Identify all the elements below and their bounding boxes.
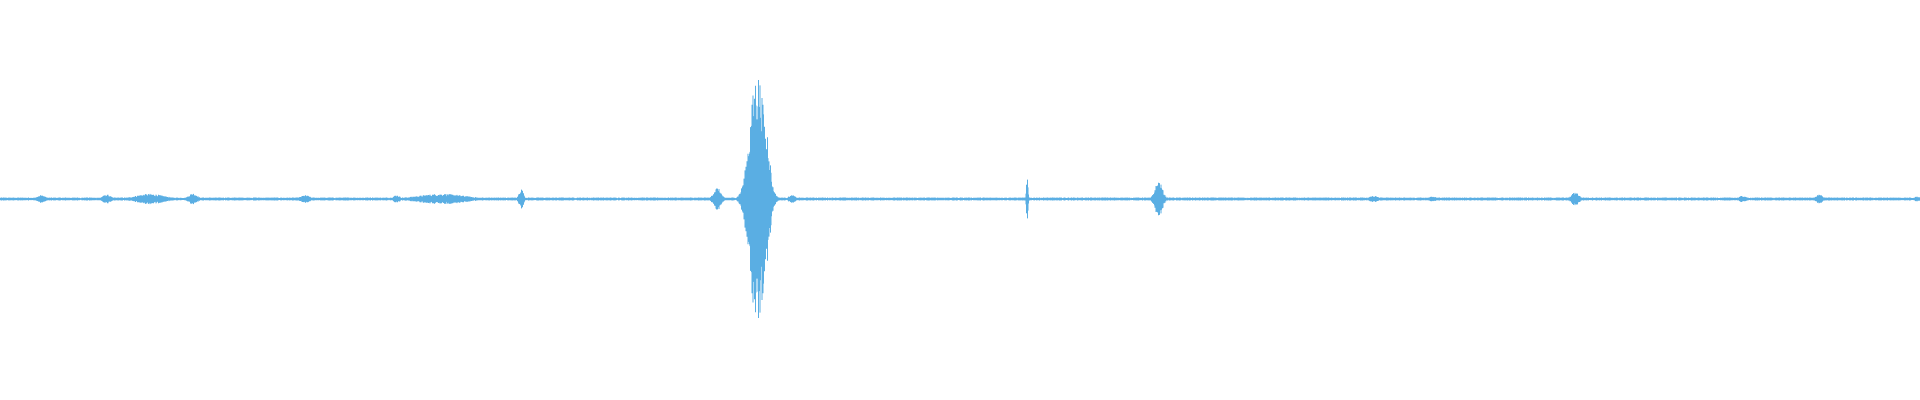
waveform-trace (0, 80, 1920, 318)
